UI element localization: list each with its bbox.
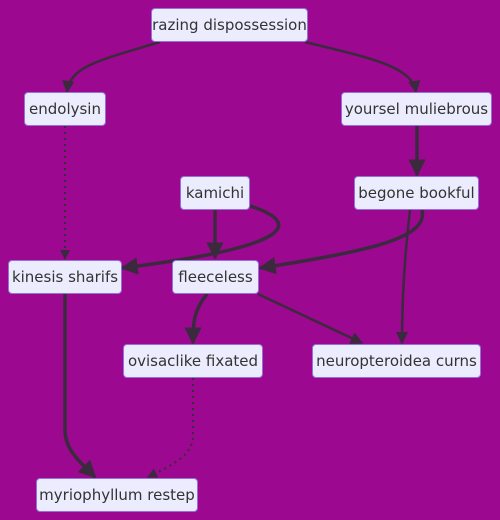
edge-kinesis-to-myriophyllum <box>63 294 97 479</box>
node-yoursel-muliebrous[interactable]: yoursel muliebrous <box>341 92 492 126</box>
edge-razing-to-endolysin <box>62 40 161 94</box>
node-myriophyllum-restep[interactable]: myriophyllum restep <box>36 478 198 512</box>
edge-fleeceless-to-neuropteroidea <box>257 292 364 345</box>
node-razing-dispossession[interactable]: razing dispossession <box>151 8 308 42</box>
node-kinesis-sharifs[interactable]: kinesis sharifs <box>8 260 122 294</box>
node-neuropteroidea-curns[interactable]: neuropteroidea curns <box>312 344 481 378</box>
edge-kamichi-to-kinesis <box>120 204 281 275</box>
node-fleeceless[interactable]: fleeceless <box>172 260 259 294</box>
edge-ovisaclike-to-myriophyllum <box>147 378 194 478</box>
node-ovisaclike-fixated[interactable]: ovisaclike fixated <box>123 344 263 378</box>
edge-fleeceless-to-ovisaclike <box>184 292 209 345</box>
edge-begone-to-fleeceless <box>258 209 425 275</box>
edge-begone-to-neuropteroidea <box>395 209 412 345</box>
node-endolysin[interactable]: endolysin <box>24 92 106 126</box>
node-begone-bookful[interactable]: begone bookful <box>354 176 479 210</box>
node-kamichi[interactable]: kamichi <box>180 176 250 210</box>
edge-razing-to-yoursel <box>304 40 421 94</box>
